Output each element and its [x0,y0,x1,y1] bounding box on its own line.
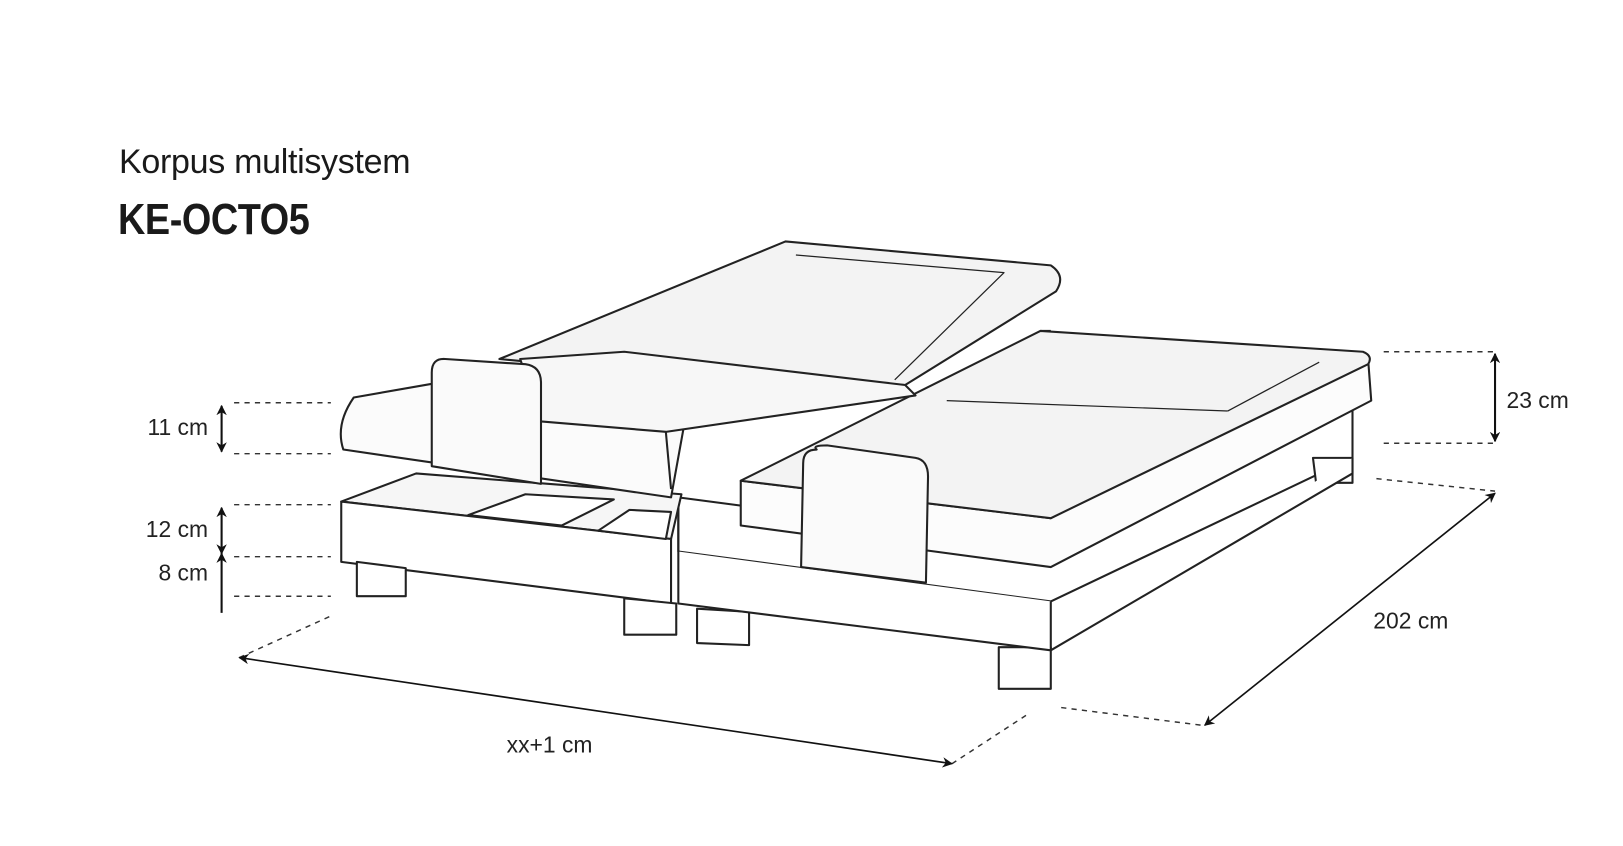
right-headboard [800,444,930,584]
dimension-lines [216,351,1501,768]
left-leg [355,560,407,598]
length-arrow [1203,492,1496,726]
length-label: 202 cm [1373,607,1448,633]
right-leg [997,646,1052,690]
product-subtitle: Korpus multisystem [119,143,411,181]
left-base-panel [467,493,615,527]
total-height-label: 23 cm [1506,387,1568,413]
left-headboard [430,357,543,485]
left-leg [623,597,678,636]
bed-illustration [339,240,1373,690]
width-arrow [238,653,953,768]
right-leg [696,607,751,647]
leg-height-label: 8 cm [158,560,208,586]
width-label: xx+1 cm [507,731,593,757]
left-mattress-back [498,240,1062,387]
mattress-height-label: 11 cm [147,414,208,440]
base-height-label: 12 cm [146,516,208,542]
product-title: KE-OCTO5 [118,195,310,244]
